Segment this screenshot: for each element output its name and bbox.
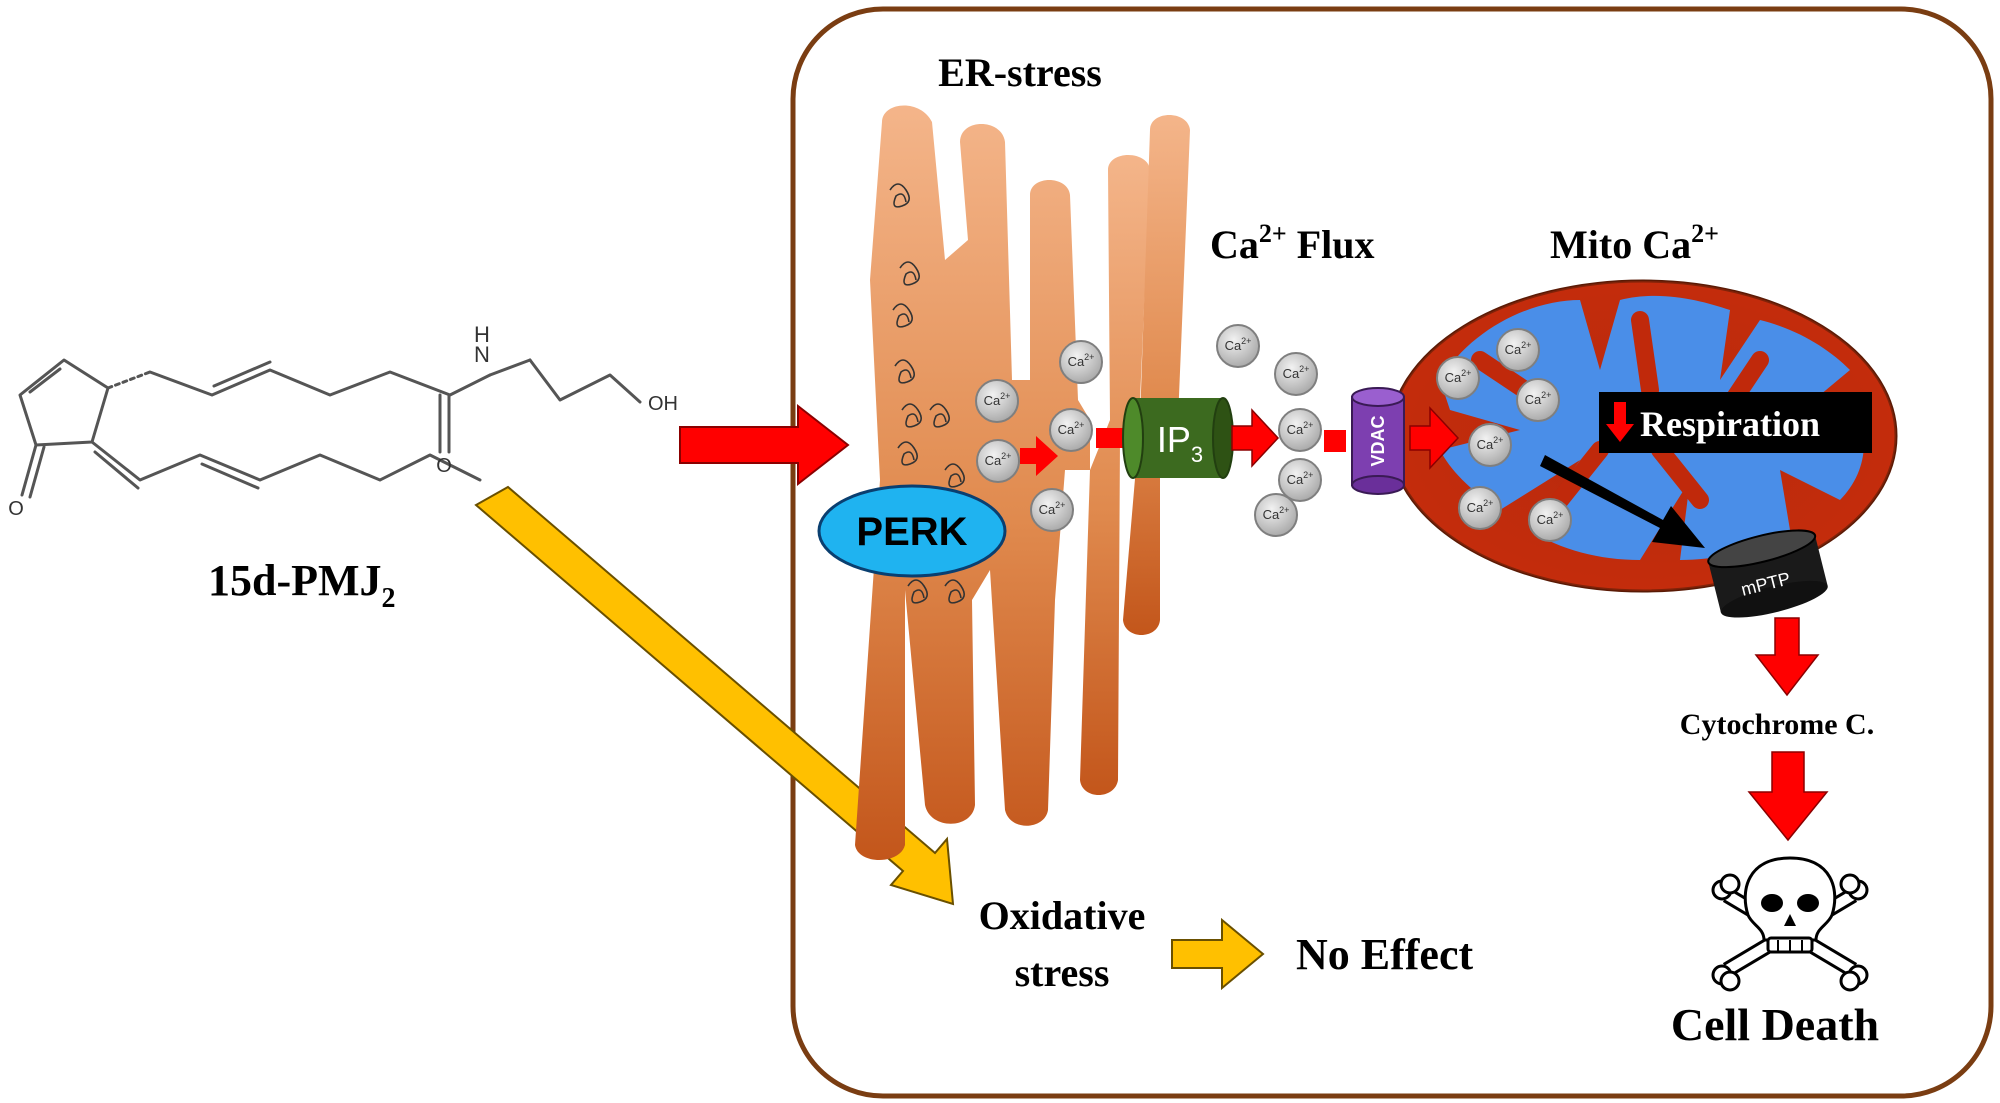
ca-flux-label: Ca2+ Flux: [1210, 219, 1375, 267]
red-arrow-er-inner: [1020, 436, 1058, 476]
yellow-arrow-compound-to-oxidative: [474, 485, 955, 906]
oxidative-stress-label-line1: Oxidative: [979, 893, 1146, 938]
red-arrow-ip3-stem: [1096, 428, 1130, 448]
ca-ions-er: Ca2+ Ca2+ Ca2+ Ca2+ Ca2+: [975, 340, 1103, 532]
red-arrow-vdac-to-mito: [1409, 406, 1460, 470]
no-effect-label: No Effect: [1296, 930, 1473, 979]
atom-oh: OH: [648, 393, 678, 415]
perk-label: PERK: [856, 510, 967, 554]
red-arrow-ip3-to-cytosol: [1231, 408, 1280, 468]
er-stress-label: ER-stress: [938, 50, 1102, 95]
mito-ca-label: Mito Ca2+: [1550, 219, 1719, 267]
vdac-label: VDAC: [1368, 415, 1388, 466]
cell-death-label: Cell Death: [1671, 999, 1879, 1050]
atom-o-ring: O: [8, 498, 24, 520]
respiration-down-arrow-icon: [1606, 402, 1634, 442]
ca-ions-mitochondria: Ca2+ Ca2+ Ca2+ Ca2+ Ca2+ Ca2+: [1436, 328, 1572, 542]
atom-nh: N: [474, 342, 490, 367]
cell-boundary: [790, 6, 1994, 1099]
vdac-channel: [1351, 387, 1405, 495]
compound-name: 15d-PMJ2: [208, 556, 396, 614]
red-arrow-cytochrome-to-death: [1747, 751, 1829, 842]
compound-structure: [18, 358, 642, 499]
skull-and-crossbones-icon: [1711, 856, 1869, 992]
ip3-label: IP3: [1157, 419, 1203, 467]
yellow-arrow-oxidative-to-no-effect: [1171, 917, 1265, 991]
atom-o-amide: O: [436, 455, 452, 477]
atom-nh-h: H: [474, 322, 490, 347]
red-arrow-cytosol-stem: [1324, 430, 1346, 452]
ip3-receptor: [1122, 397, 1234, 479]
mito-cristae-folds: [1471, 311, 1769, 509]
oxidative-stress-label-line2: stress: [1015, 950, 1110, 995]
black-arrow-ca-to-mptp: [1540, 455, 1705, 548]
perk-protein: [817, 484, 1007, 578]
red-arrow-mptp-to-cytochrome: [1754, 617, 1820, 697]
mptp-pore: [1707, 529, 1828, 618]
red-arrow-compound-to-er: [679, 403, 850, 487]
respiration-label: Respiration: [1640, 404, 1820, 444]
ca-ions-cytosol: Ca2+ Ca2+ Ca2+ Ca2+ Ca2+: [1216, 324, 1322, 537]
respiration-box: [1599, 392, 1872, 453]
endoplasmic-reticulum: [855, 105, 1190, 860]
cytochrome-label: Cytochrome C.: [1680, 708, 1874, 741]
